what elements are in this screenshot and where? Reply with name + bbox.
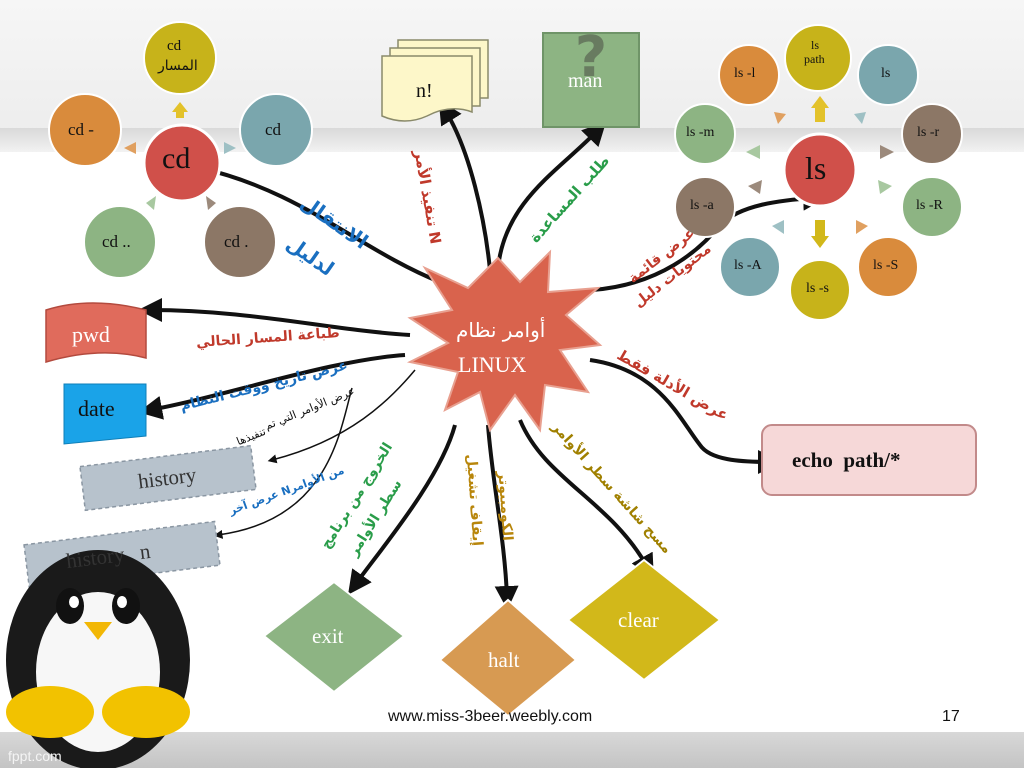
ls-center-label[interactable]: ls xyxy=(805,150,827,186)
ls-arrow-up xyxy=(811,96,829,108)
cd-right-label[interactable]: cd xyxy=(265,120,282,139)
pwd-banner xyxy=(45,302,147,364)
cd-arrow-down-left xyxy=(146,196,156,210)
cd-arrow-right xyxy=(224,142,236,154)
ls-arrow-ur xyxy=(854,112,866,124)
man-command-label[interactable]: man xyxy=(568,70,603,92)
arrow-to-man xyxy=(496,121,607,269)
brand-watermark: fppt.com xyxy=(8,748,62,764)
ls-plain-node xyxy=(857,44,919,106)
ls-path-label-arg: path xyxy=(804,52,825,66)
ls-m-label[interactable]: ls -m xyxy=(686,125,715,140)
ls-arrow-dl xyxy=(748,180,762,194)
date-box xyxy=(63,383,147,445)
n-command-front-paper xyxy=(381,55,473,122)
cd-arrow-left xyxy=(124,142,136,154)
cd-bottom-right-node xyxy=(203,205,277,279)
background-bottom xyxy=(0,732,1024,768)
arrow-to-history-n xyxy=(213,387,353,539)
cd-center-label[interactable]: cd xyxy=(162,142,191,175)
ls-S-node xyxy=(857,236,919,298)
footer-page-number: 17 xyxy=(942,708,960,725)
arrow-to-exit xyxy=(348,424,457,595)
ls-A-node xyxy=(719,236,781,298)
ls-r-node xyxy=(901,103,963,165)
ls-arrow-dll xyxy=(772,220,784,234)
ls-arrow-drr xyxy=(856,220,868,234)
exit-diamond xyxy=(262,580,406,694)
cd-top-label-cmd[interactable]: cd xyxy=(167,38,182,54)
center-star xyxy=(406,249,603,433)
cd-arrow-down-right xyxy=(206,196,216,210)
n-command-papers xyxy=(381,39,489,122)
cd-top-label-path: المسار xyxy=(158,58,198,74)
cd-right-node xyxy=(239,93,313,167)
echo-box xyxy=(761,424,977,496)
penguin-mascot xyxy=(6,550,190,768)
clear-command-label[interactable]: clear xyxy=(618,608,659,632)
cd-cluster xyxy=(48,21,313,279)
ls-center-node xyxy=(782,132,858,208)
cd-arrow-up xyxy=(172,102,188,112)
ls-arrow-ul xyxy=(774,112,786,124)
halt-command-label[interactable]: halt xyxy=(488,648,520,672)
cd-left-node xyxy=(48,93,122,167)
ls-r-label[interactable]: ls -r xyxy=(917,125,940,140)
ls-a-label[interactable]: ls -a xyxy=(690,198,714,213)
arrow-to-clear xyxy=(518,419,654,579)
halt-diamond xyxy=(438,598,578,718)
arrow-to-n xyxy=(438,99,492,271)
center-title-arabic: أوامر نظام xyxy=(456,318,546,342)
exit-command-label[interactable]: exit xyxy=(312,624,344,648)
ls-arrow-dr xyxy=(878,180,892,194)
echo-command-label[interactable]: echo path/* xyxy=(792,448,901,472)
arrow-to-cd xyxy=(188,158,441,284)
date-command-label[interactable]: date xyxy=(78,396,115,421)
ls-R-node xyxy=(901,176,963,238)
ls-A-label[interactable]: ls -A xyxy=(734,258,762,273)
ls-s-node xyxy=(789,259,851,321)
cd-bottom-left-label[interactable]: cd .. xyxy=(102,232,131,251)
cd-top-node xyxy=(143,21,217,95)
footer-url[interactable]: www.miss-3beer.weebly.com xyxy=(388,708,593,725)
n-command-label[interactable]: n! xyxy=(416,80,433,102)
ls-l-node xyxy=(718,44,780,106)
ls-path-label-cmd[interactable]: ls xyxy=(811,38,820,52)
question-mark-icon: ? xyxy=(575,25,607,90)
arrow-to-history xyxy=(267,369,416,464)
ls-plain-label[interactable]: ls xyxy=(881,66,891,81)
cd-bottom-right-label[interactable]: cd . xyxy=(224,232,249,251)
center-title-linux: LINUX xyxy=(458,352,527,377)
arrow-to-pwd xyxy=(138,298,411,337)
ls-arrow-l xyxy=(746,145,760,159)
ls-cluster xyxy=(674,24,963,321)
ls-S-label[interactable]: ls -S xyxy=(873,258,899,273)
cd-bottom-left-node xyxy=(83,205,157,279)
ls-l-label[interactable]: ls -l xyxy=(734,66,756,81)
arrow-to-halt xyxy=(486,424,519,610)
ls-arrow-down xyxy=(811,236,829,248)
ls-path-node xyxy=(784,24,852,92)
cd-left-label[interactable]: cd - xyxy=(68,120,94,139)
history-box xyxy=(79,444,257,512)
ls-arrow-r xyxy=(880,145,894,159)
ls-s-label[interactable]: ls -s xyxy=(806,281,829,296)
ls-R-label[interactable]: ls -R xyxy=(916,198,943,213)
arrow-to-echo xyxy=(589,358,782,474)
thin-connectors xyxy=(213,369,416,539)
clear-diamond xyxy=(566,558,722,682)
man-box xyxy=(542,32,640,128)
ls-m-node xyxy=(674,103,736,165)
pwd-command-label[interactable]: pwd xyxy=(72,322,110,347)
ls-a-node xyxy=(674,176,736,238)
cd-center-node xyxy=(142,123,222,203)
arrow-to-date xyxy=(138,353,406,420)
